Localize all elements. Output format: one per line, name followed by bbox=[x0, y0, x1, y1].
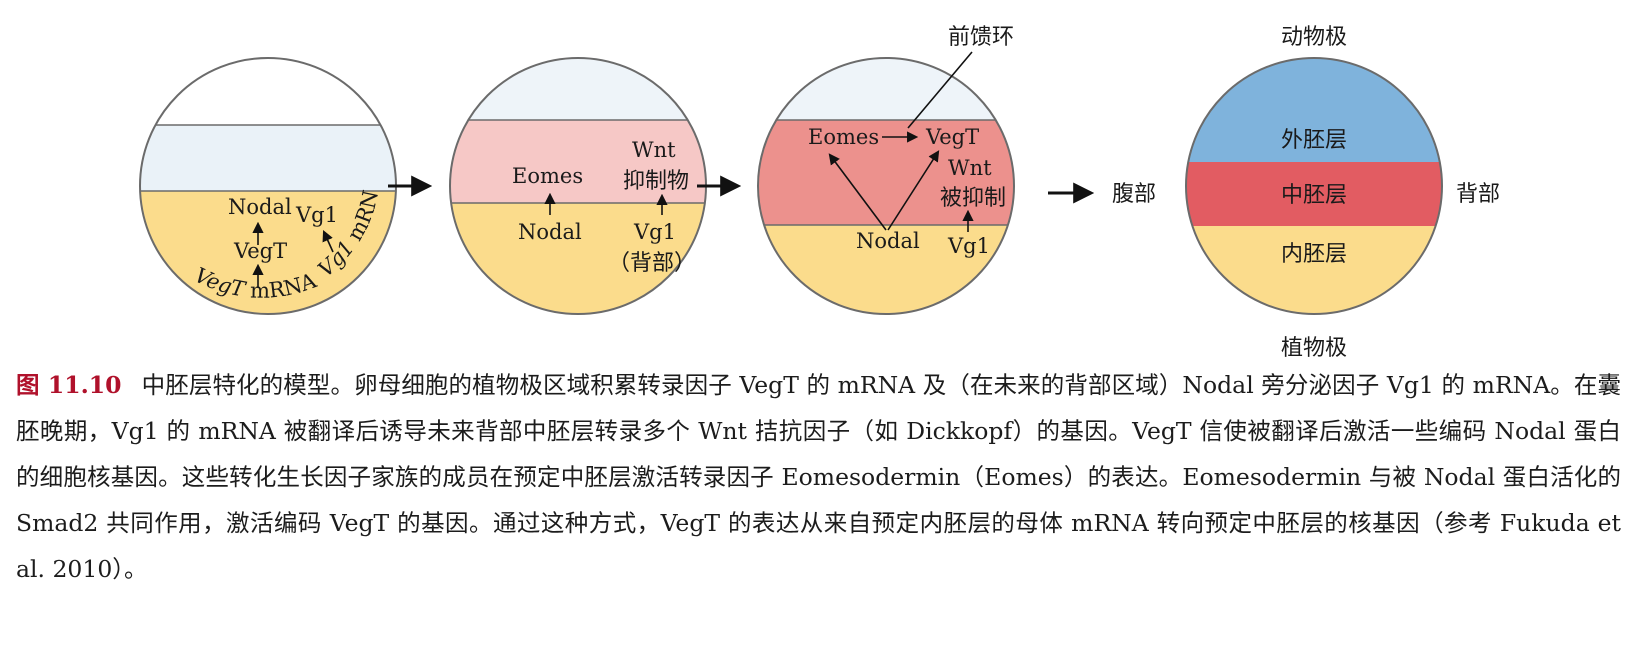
mesoderm-label: 中胚层 bbox=[1281, 183, 1347, 208]
nodal-label: Nodal bbox=[856, 229, 920, 253]
wnt-label: Wnt bbox=[632, 138, 676, 162]
wnt-label: Wnt bbox=[948, 156, 992, 180]
vegetal-pole-label: 植物极 bbox=[1281, 336, 1347, 361]
eomes-label: Eomes bbox=[808, 125, 879, 149]
vegt-label: VegT bbox=[925, 125, 979, 149]
vg1-label: Vg1 bbox=[633, 220, 676, 244]
embryo-stage-2: Eomes Wnt 抑制物 Nodal Vg1 （背部） bbox=[440, 50, 720, 333]
figure-label: 图 11.10 bbox=[16, 371, 122, 399]
endoderm-label: 内胚层 bbox=[1281, 242, 1347, 267]
ectoderm-label: 外胚层 bbox=[1281, 128, 1347, 153]
vg1-label: Vg1 bbox=[947, 234, 990, 258]
dorsal-note: （背部） bbox=[608, 251, 696, 276]
nodal-label: Nodal bbox=[518, 220, 582, 244]
eomes-label: Eomes bbox=[512, 164, 583, 188]
vegt-protein-label: VegT bbox=[233, 239, 287, 263]
wnt-inhibited-label: 被抑制 bbox=[940, 186, 1006, 211]
germ-layer-fate-map: 动物极 外胚层 中胚层 内胚层 植物极 背部 bbox=[1176, 25, 1500, 361]
nodal-label: Nodal bbox=[228, 195, 292, 219]
vg1-label: Vg1 bbox=[295, 203, 338, 227]
wnt-inhibitor-label: 抑制物 bbox=[623, 169, 689, 194]
ventral-label: 腹部 bbox=[1112, 182, 1156, 207]
feedforward-loop-label: 前馈环 bbox=[948, 25, 1014, 50]
animal-cap-region bbox=[130, 125, 410, 191]
dorsal-label: 背部 bbox=[1456, 182, 1500, 207]
embryo-stage-1: Nodal VegT Vg1 VegT mRNA Vg1 mRNA bbox=[0, 0, 410, 331]
caption-text: 中胚层特化的模型。卵母细胞的植物极区域积累转录因子 VegT 的 mRNA 及（… bbox=[16, 371, 1621, 583]
mesoderm-specification-diagram: Nodal VegT Vg1 VegT mRNA Vg1 mRNA Eomes … bbox=[0, 0, 1635, 365]
animal-pole-label: 动物极 bbox=[1281, 25, 1347, 50]
embryo-stage-3: 前馈环 Eomes VegT Wnt 被抑制 Nodal Vg1 bbox=[748, 25, 1028, 335]
